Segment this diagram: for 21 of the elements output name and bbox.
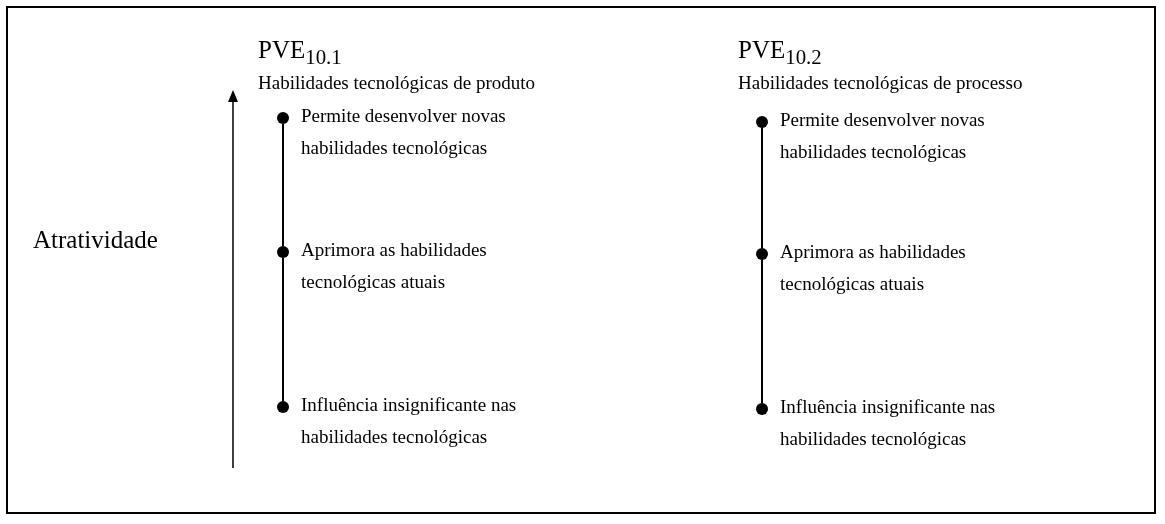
heading: PVE$_{10.2}$: [738, 36, 822, 71]
heading: PVE$_{10.1}$: [258, 36, 342, 71]
scale-point: [277, 401, 289, 413]
scale-point: [277, 112, 289, 124]
point-label: Permite desenvolver novas habilidades tecnológicas: [301, 104, 507, 160]
point-label: Influência insignificante nas habilidades tecnológicas: [780, 395, 997, 451]
point-label: Permite desenvolver novas habilidades tecnológicas: [780, 108, 986, 164]
subheading: Habilidades tecnológicas de processo: [738, 72, 1023, 94]
scale-point: [277, 246, 289, 258]
scale-point: [756, 116, 768, 128]
scale-line: [282, 257, 284, 402]
scale-point: [756, 248, 768, 260]
scale-point: [756, 403, 768, 415]
axis-label: Atratividade: [33, 226, 158, 254]
scale-line: [761, 259, 763, 404]
point-label: Aprimora as habilidades tecnológicas atuais: [301, 238, 488, 294]
scale-line: [761, 127, 763, 249]
subheading: Habilidades tecnológicas de produto: [258, 72, 535, 94]
scale-line: [282, 123, 284, 247]
point-label: Influência insignificante nas habilidades tecnológicas: [301, 393, 518, 449]
point-label: Aprimora as habilidades tecnológicas atuais: [780, 240, 967, 296]
